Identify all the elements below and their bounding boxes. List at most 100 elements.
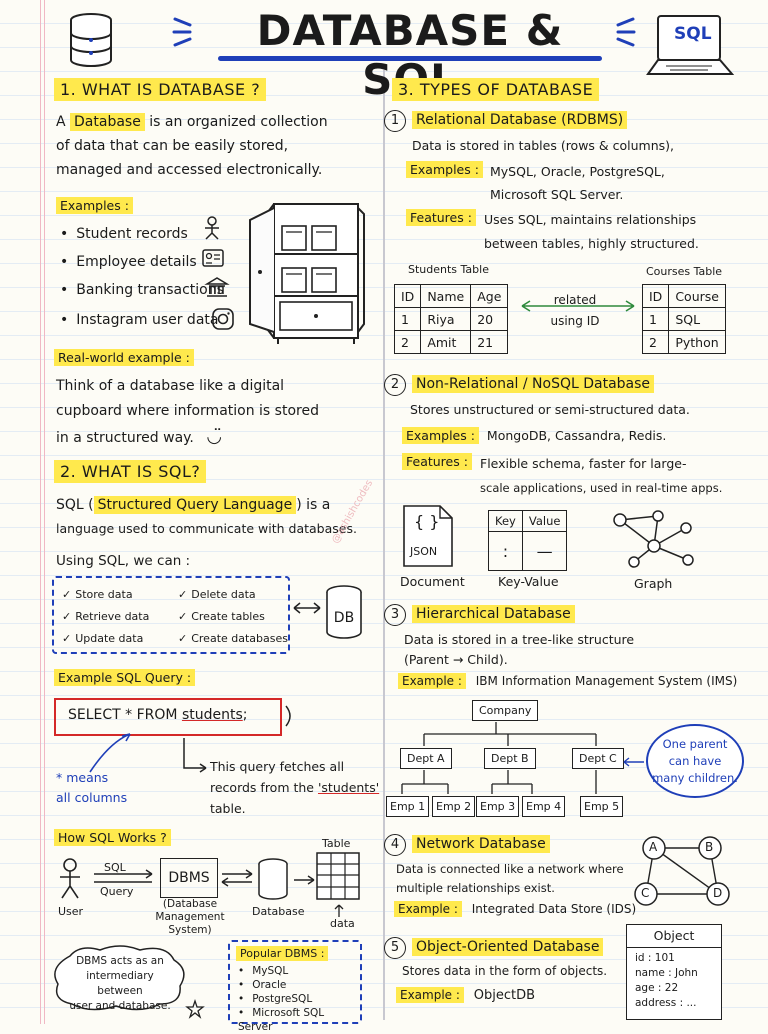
list-item: Update data xyxy=(62,628,149,650)
section-heading-2: 2. WHAT IS SQL? xyxy=(54,460,207,483)
nosql-features: Features : xyxy=(402,452,472,471)
tree-node: Dept B xyxy=(484,748,536,769)
relational-examples: Examples : xyxy=(406,160,483,179)
list-item: MySQL xyxy=(238,964,360,978)
database-cylinder-icon xyxy=(256,858,290,906)
bubble-arrow xyxy=(622,752,646,771)
graph-icon xyxy=(610,506,700,574)
list-item: Microsoft SQL Server xyxy=(238,1006,360,1034)
title-deco-left xyxy=(172,14,194,54)
title-underline xyxy=(218,56,602,61)
network-example: Example : Integrated Data Store (IDS) xyxy=(394,901,636,917)
nosql-desc: Stores unstructured or semi-structured d… xyxy=(410,402,690,417)
tree-node: Company xyxy=(472,700,539,721)
example-list: Student records Employee details Banking… xyxy=(60,222,224,336)
db-label: DB xyxy=(333,610,355,626)
nosql-examples: Examples : MongoDB, Cassandra, Redis. xyxy=(402,426,666,445)
list-item: Delete data xyxy=(178,584,288,606)
cursor-mark xyxy=(282,704,296,732)
section-heading-3: 3. TYPES OF DATABASE xyxy=(392,78,600,101)
tree-node: Dept A xyxy=(400,748,452,769)
dbms-box: DBMS xyxy=(160,858,218,898)
object-card: Object id : 101 name : John age : 22 add… xyxy=(626,924,722,1020)
tree-node: Dept C xyxy=(572,748,624,769)
id-card-icon xyxy=(202,248,224,272)
relational-examples-text: MySQL, Oracle, PostgreSQL,Microsoft SQL … xyxy=(490,164,665,202)
user-label: User xyxy=(58,905,84,918)
db-table-arrow xyxy=(292,870,316,889)
relational-features: Features : xyxy=(406,208,476,227)
table-row: :— xyxy=(488,531,568,571)
bank-icon xyxy=(204,276,230,302)
database-icon xyxy=(66,12,116,72)
sql-query-box: SELECT * FROM students; xyxy=(54,698,282,736)
object-oriented-example: Example : ObjectDB xyxy=(396,987,535,1003)
tree-node: Emp 5 xyxy=(580,796,624,817)
hierarchy-tree: Company Dept A Dept B Dept C Emp 1 Emp 2… xyxy=(384,700,644,826)
table-grid-icon xyxy=(316,852,360,904)
hierarchical-desc: Data is stored in a tree-like structure(… xyxy=(404,632,635,667)
realworld-text: Think of a database like a digital cupbo… xyxy=(56,378,319,447)
query-arrow-label: Query xyxy=(100,885,134,898)
list-item: Banking transactions xyxy=(60,278,224,308)
query-explanation: This query fetches all records from the … xyxy=(210,759,380,816)
graph-node: B xyxy=(705,840,714,854)
students-table-caption: Students Table xyxy=(408,263,489,276)
db-cylinder-icon xyxy=(324,584,364,646)
smile-icon: ◡̈ xyxy=(206,426,223,447)
person-icon xyxy=(202,216,222,244)
laptop-icon xyxy=(644,12,736,88)
sql-badge: SQL xyxy=(674,24,712,44)
list-item: Employee details xyxy=(60,250,224,278)
document-caption: Document xyxy=(400,574,465,589)
using-sql-label: Using SQL, we can : xyxy=(56,553,191,569)
double-arrow-icon xyxy=(292,600,322,619)
object-oriented-desc: Stores data in the form of objects. xyxy=(402,964,608,978)
cupboard-icon xyxy=(244,198,368,352)
nosql-features-text: Flexible schema, faster for large-scale … xyxy=(480,456,723,495)
network-graph: A B C D xyxy=(634,834,736,918)
list-item: Oracle xyxy=(238,978,360,992)
table-label: Table xyxy=(322,837,351,850)
document-icon: { } JSON xyxy=(402,504,454,572)
user-icon xyxy=(56,858,84,906)
how-sql-works-label: How SQL Works ? xyxy=(54,828,171,847)
key-value-caption: Key-Value xyxy=(498,574,559,589)
graph-node: A xyxy=(649,840,658,854)
graph-node: C xyxy=(641,886,650,900)
title-deco-right xyxy=(614,14,636,54)
sql-arrow-label: SQL xyxy=(104,861,126,874)
tree-node: Emp 1 xyxy=(386,796,430,817)
courses-table-caption: Courses Table xyxy=(646,265,723,278)
list-item: Create tables xyxy=(178,606,288,628)
list-item: Instagram user data xyxy=(60,308,224,336)
tree-node: Emp 4 xyxy=(522,796,566,817)
list-item: Create databases xyxy=(178,628,288,650)
hierarchical-example: Example : IBM Information Management Sys… xyxy=(398,673,737,689)
graph-caption: Graph xyxy=(634,576,673,591)
examples-label: Examples : xyxy=(56,196,133,215)
user-dbms-arrows xyxy=(92,869,156,890)
column-divider xyxy=(383,70,385,1020)
popular-dbms-box: Popular DBMS : MySQL Oracle PostgreSQL M… xyxy=(228,940,362,1033)
section-heading-1: 1. WHAT IS DATABASE ? xyxy=(54,78,267,101)
sql-definition: SQL (Structured Query Language) is a lan… xyxy=(56,496,357,536)
